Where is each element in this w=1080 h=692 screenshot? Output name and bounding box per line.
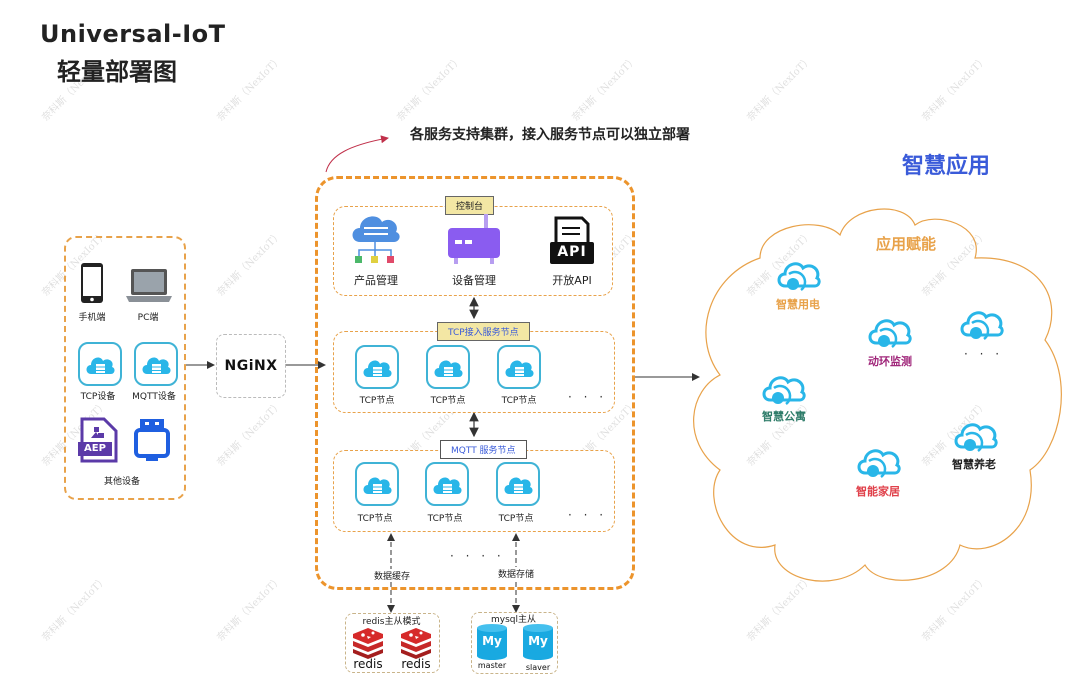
laptop-icon — [126, 269, 172, 302]
mysql-db-icon: My — [477, 624, 507, 660]
nginx-gateway: NGiNX — [216, 334, 286, 398]
app-cloud-outline — [693, 208, 1062, 582]
app-label: 动环监测 — [868, 355, 912, 368]
console-item-label: 产品管理 — [354, 274, 398, 287]
diagram-subtitle: 轻量部署图 — [57, 58, 177, 86]
smart-cloud-icon — [857, 449, 901, 478]
mysql-cluster-title: mysql主从 — [491, 615, 536, 625]
tcp-node-label: TCP节点 — [430, 396, 466, 406]
aep-icon-text: AEP — [84, 443, 106, 454]
console-item-label: 设备管理 — [452, 274, 496, 287]
cloud-server-icon — [142, 357, 171, 374]
redis-cluster-box — [345, 613, 440, 673]
mysql-db-icon: My — [523, 624, 553, 660]
cloud-server-icon — [363, 477, 392, 494]
pc-label: PC端 — [137, 313, 159, 323]
app-label: 智慧公寓 — [762, 410, 806, 423]
more-apps: · · · — [964, 347, 1004, 361]
tcp-node-label: TCP节点 — [359, 396, 395, 406]
cloud-server-icon — [434, 360, 463, 377]
redis-icon — [401, 628, 431, 659]
aep-file-icon: AEP — [78, 417, 118, 463]
console-item-label: 开放API — [552, 274, 592, 287]
cloud-network-icon — [352, 216, 400, 263]
mqtt-device-icon — [134, 342, 178, 386]
smart-cloud-icon — [777, 262, 821, 291]
cache-label: 数据缓存 — [372, 569, 412, 582]
app-label: 智慧用电 — [776, 298, 820, 311]
redis-instance-label: redis — [401, 657, 431, 671]
tcp-node-icon — [497, 345, 541, 389]
mysql-instance-label: master — [477, 661, 507, 670]
tcp-node-icon — [426, 345, 470, 389]
redis-instance-label: redis — [353, 657, 383, 671]
mysql-instance-label: slaver — [525, 663, 551, 672]
cloud-server-icon — [363, 360, 392, 377]
redis-icon — [353, 628, 383, 659]
store-label: 数据存储 — [496, 567, 536, 580]
clients-panel — [64, 236, 186, 500]
redis-cluster-title: redis主从模式 — [362, 617, 421, 627]
usb-device-icon — [134, 419, 170, 461]
mqtt-device-label: MQTT设备 — [132, 392, 176, 402]
tcp-node-label: TCP节点 — [501, 396, 537, 406]
cloud-server-icon — [86, 357, 115, 374]
mqtt-node-icon — [496, 462, 540, 506]
mqtt-node-icon — [425, 462, 469, 506]
smart-cloud-icon — [762, 376, 806, 405]
console-tag: 控制台 — [445, 196, 495, 215]
tcp-device-label: TCP设备 — [80, 392, 116, 402]
api-icon-text: API — [557, 244, 587, 260]
cluster-note-arrow — [325, 135, 389, 173]
more-services: · · · · — [450, 549, 505, 563]
router-icon — [448, 214, 500, 264]
mobile-phone-icon — [81, 263, 103, 303]
app-cloud-title: 应用赋能 — [876, 235, 937, 253]
tcp-more-nodes: · · · — [568, 390, 608, 404]
cloud-server-icon — [504, 477, 533, 494]
tcp-device-icon — [78, 342, 122, 386]
mysql-cluster-box — [471, 612, 558, 674]
mysql-icon-text: My — [482, 634, 502, 648]
mqtt-node-icon — [355, 462, 399, 506]
mysql-icon-text: My — [528, 634, 548, 648]
tcp-service-tag: TCP接入服务节点 — [437, 322, 530, 341]
smart-apps-title: 智慧应用 — [902, 154, 991, 179]
app-label: 智能家居 — [856, 485, 900, 498]
other-devices-label: 其他设备 — [103, 477, 140, 487]
mqtt-node-label: TCP节点 — [357, 514, 393, 524]
cluster-note: 各服务支持集群，接入服务节点可以独立部署 — [410, 127, 690, 143]
cloud-server-icon — [505, 360, 534, 377]
mqtt-service-tag: MQTT 服务节点 — [440, 440, 527, 459]
services-cluster-boundary — [315, 176, 635, 590]
cloud-server-icon — [433, 477, 462, 494]
diagram-title: Universal-IoT — [40, 20, 226, 48]
smart-cloud-icon — [868, 319, 912, 348]
api-document-icon: API — [550, 216, 594, 266]
nginx-logo: NGiNX — [224, 358, 278, 374]
tcp-node-icon — [355, 345, 399, 389]
mqtt-node-label: TCP节点 — [498, 514, 534, 524]
app-label: 智慧养老 — [952, 458, 996, 471]
mqtt-more-nodes: · · · — [568, 508, 608, 522]
mqtt-node-label: TCP节点 — [427, 514, 463, 524]
mobile-label: 手机端 — [78, 313, 106, 323]
smart-cloud-icon — [960, 311, 1004, 340]
smart-cloud-icon — [954, 423, 998, 452]
